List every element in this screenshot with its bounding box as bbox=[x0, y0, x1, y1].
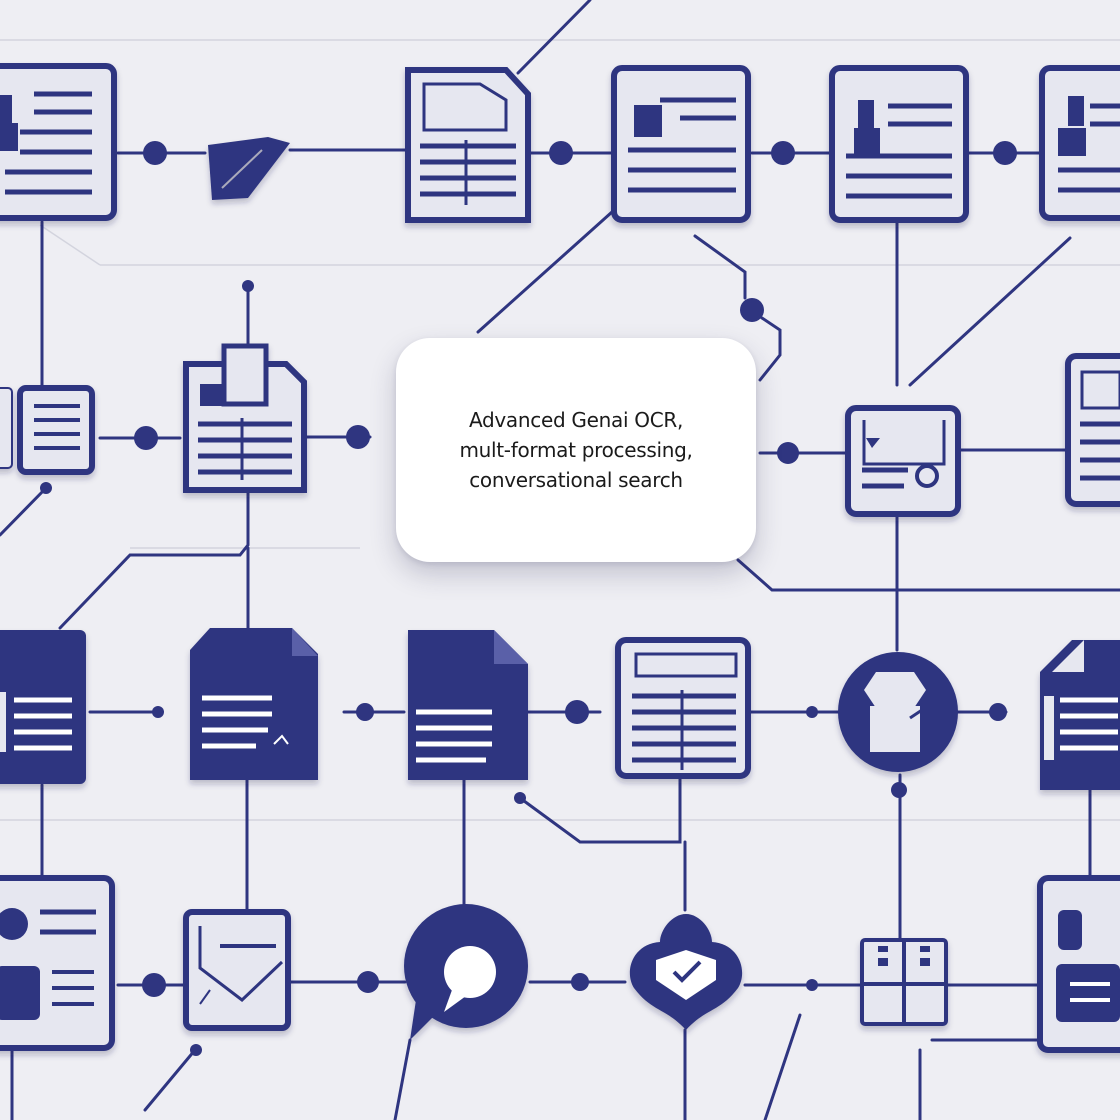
document-icon bbox=[829, 65, 969, 223]
open-box-icon bbox=[838, 652, 958, 772]
callout-line-3: conversational search bbox=[469, 468, 683, 492]
document-icon bbox=[190, 628, 318, 780]
image-document-icon bbox=[845, 405, 961, 517]
document-icon bbox=[0, 385, 95, 475]
document-icon bbox=[1040, 640, 1120, 790]
document-icon bbox=[1065, 353, 1120, 507]
document-icon bbox=[615, 637, 751, 779]
callout-line-1: Advanced Genai OCR, bbox=[468, 408, 684, 432]
document-icon bbox=[1039, 65, 1120, 221]
chat-bubble-icon bbox=[404, 904, 528, 1040]
document-icon bbox=[611, 65, 751, 223]
document-icon bbox=[0, 63, 117, 221]
feature-callout: Advanced Genai OCR, mult-format processi… bbox=[396, 338, 756, 562]
background-guides bbox=[0, 39, 1120, 821]
document-icon bbox=[405, 67, 531, 223]
folder-icon bbox=[208, 137, 290, 200]
document-icon bbox=[0, 630, 86, 784]
document-icon bbox=[0, 875, 115, 1051]
document-icon bbox=[183, 343, 307, 493]
verified-badge-icon bbox=[629, 914, 743, 1030]
callout-line-2: mult-format processing, bbox=[459, 438, 693, 462]
envelope-icon bbox=[183, 909, 291, 1031]
junction-dots bbox=[40, 141, 1017, 1056]
document-icon bbox=[408, 630, 528, 780]
cabinet-icon bbox=[860, 938, 948, 1026]
document-icon bbox=[1037, 875, 1120, 1053]
